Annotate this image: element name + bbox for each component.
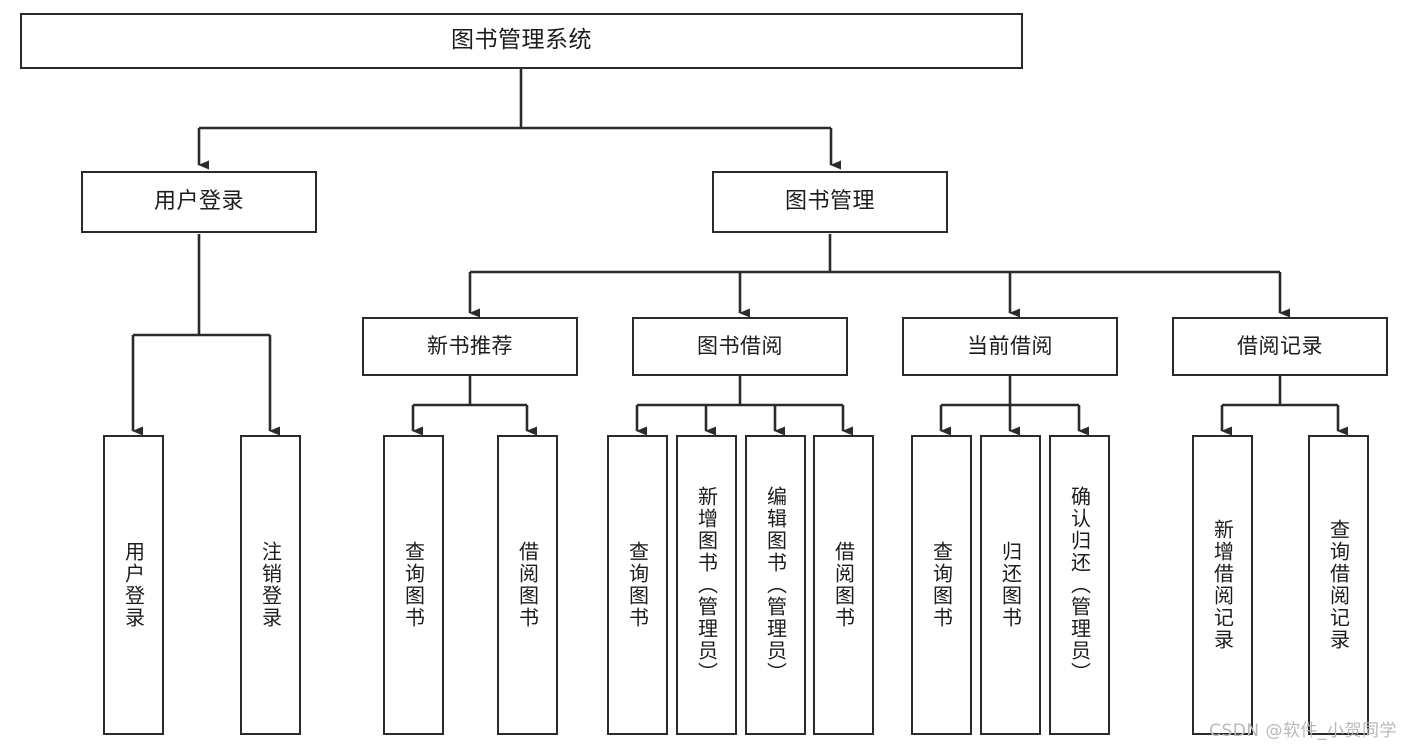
node-label: 图书管理系统 [451, 27, 592, 54]
node-label: 借阅图书 [515, 541, 540, 629]
node-label: 查询图书 [625, 541, 650, 629]
node-current-borrow[interactable]: 当前借阅 [902, 317, 1118, 376]
node-user-login[interactable]: 用户登录 [81, 171, 317, 233]
leaf-logout[interactable]: 注销登录 [240, 435, 301, 735]
leaf-return-book[interactable]: 归还图书 [980, 435, 1041, 735]
leaf-borrow-book-recommend[interactable]: 借阅图书 [497, 435, 558, 735]
node-label: 注销登录 [258, 541, 283, 629]
node-label: 图书管理 [784, 189, 875, 215]
node-label: 图书借阅 [697, 334, 783, 359]
node-label: 用户登录 [153, 189, 244, 215]
node-new-book-recommend[interactable]: 新书推荐 [362, 317, 578, 376]
node-label: 查询图书 [929, 541, 954, 629]
node-label: 确认归还（管理员） [1067, 486, 1092, 684]
node-book-borrow[interactable]: 图书借阅 [632, 317, 848, 376]
leaf-add-borrow-record[interactable]: 新增借阅记录 [1192, 435, 1253, 735]
node-label: 归还图书 [998, 541, 1023, 629]
leaf-query-book-recommend[interactable]: 查询图书 [383, 435, 444, 735]
node-label: 新书推荐 [427, 334, 513, 359]
node-label: 查询借阅记录 [1326, 519, 1351, 651]
node-label: 查询图书 [401, 541, 426, 629]
node-label: 编辑图书（管理员） [763, 486, 788, 684]
node-book-management[interactable]: 图书管理 [712, 171, 948, 233]
node-borrow-records[interactable]: 借阅记录 [1172, 317, 1388, 376]
leaf-user-login[interactable]: 用户登录 [103, 435, 164, 735]
leaf-query-book-current[interactable]: 查询图书 [911, 435, 972, 735]
node-label: 当前借阅 [967, 334, 1053, 359]
node-label: 借阅图书 [831, 541, 856, 629]
leaf-add-book-admin[interactable]: 新增图书（管理员） [676, 435, 737, 735]
node-label: 用户登录 [121, 541, 146, 629]
node-label: 新增借阅记录 [1210, 519, 1235, 651]
leaf-confirm-return-admin[interactable]: 确认归还（管理员） [1049, 435, 1110, 735]
node-root-system[interactable]: 图书管理系统 [20, 13, 1023, 69]
node-label: 新增图书（管理员） [694, 486, 719, 684]
leaf-query-borrow-record[interactable]: 查询借阅记录 [1308, 435, 1369, 735]
leaf-edit-book-admin[interactable]: 编辑图书（管理员） [745, 435, 806, 735]
leaf-query-book-borrow[interactable]: 查询图书 [607, 435, 668, 735]
node-label: 借阅记录 [1237, 334, 1323, 359]
leaf-borrow-book[interactable]: 借阅图书 [813, 435, 874, 735]
